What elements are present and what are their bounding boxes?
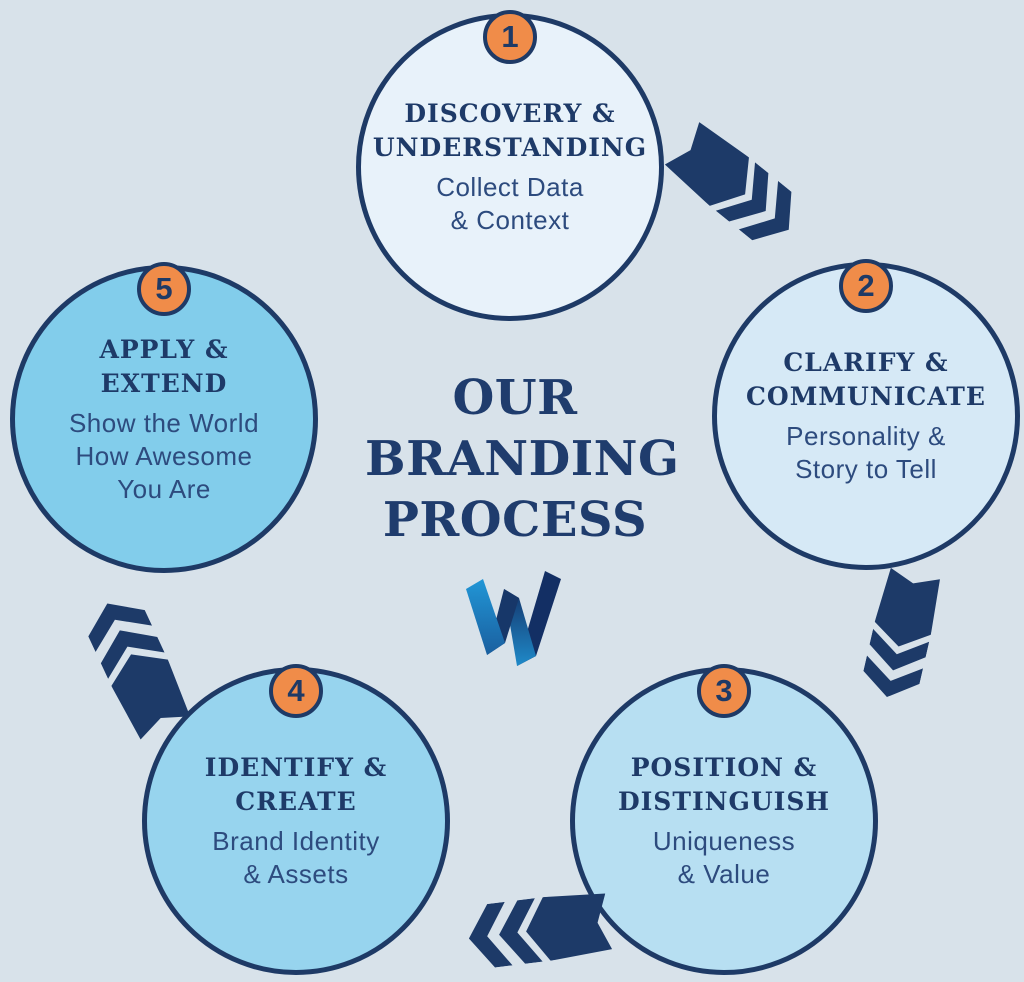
subtext-line: Show the World xyxy=(68,407,260,438)
subtext-line: Collect Data xyxy=(436,172,584,202)
heading-line: CREATE xyxy=(235,787,357,816)
heading-line: COMMUNICATE xyxy=(746,382,986,411)
heading-line: IDENTIFY & xyxy=(204,753,388,782)
chevron-arrow-1-to-2-icon xyxy=(664,122,792,241)
step-heading-4: IDENTIFY & CREATE xyxy=(205,751,387,819)
step-subtext-4: Brand Identity & Assets xyxy=(212,825,379,891)
subtext-line: & Assets xyxy=(243,859,349,889)
heading-line: DISCOVERY & xyxy=(404,99,616,128)
step-number-badge-1: 1 xyxy=(483,10,537,64)
heading-line: UNDERSTANDING xyxy=(372,133,648,162)
heading-line: POSITION & xyxy=(630,753,818,782)
step-circle-4: 4 IDENTIFY & CREATE Brand Identity & Ass… xyxy=(142,664,450,975)
subtext-line: How Awesome xyxy=(75,440,253,471)
subtext-line: You Are xyxy=(117,473,211,504)
diagram-title: OUR BRANDING PROCESS xyxy=(365,368,680,551)
step-heading-1: DISCOVERY & UNDERSTANDING xyxy=(373,97,647,165)
title-line: BRANDING xyxy=(365,431,680,487)
subtext-line: & Value xyxy=(677,859,771,889)
subtext-line: Story to Tell xyxy=(795,454,937,484)
step-number: 4 xyxy=(287,673,305,708)
step-circle-1: 1 DISCOVERY & UNDERSTANDING Collect Data… xyxy=(356,10,664,321)
step-number: 5 xyxy=(155,271,173,306)
logo-stroke-1 xyxy=(466,579,505,655)
step-heading-5: APPLY & EXTEND xyxy=(99,333,228,401)
step-number-badge-2: 2 xyxy=(839,259,893,313)
subtext-line: Brand Identity xyxy=(212,826,380,856)
heading-line: DISTINGUISH xyxy=(617,787,831,816)
step-number-badge-3: 3 xyxy=(697,664,751,718)
chevron-arrow-4-to-5-icon xyxy=(88,603,191,740)
chevron-arrow-3-to-4-icon xyxy=(468,893,613,968)
step-number-badge-5: 5 xyxy=(137,262,191,316)
step-number: 1 xyxy=(501,19,519,54)
step-circle-3: 3 POSITION & DISTINGUISH Uniqueness & Va… xyxy=(570,664,878,975)
step-subtext-5: Show the World How Awesome You Are xyxy=(69,407,259,506)
step-subtext-1: Collect Data & Context xyxy=(436,171,584,237)
subtext-line: Personality & xyxy=(786,421,946,451)
step-subtext-3: Uniqueness & Value xyxy=(653,825,795,891)
step-number-badge-4: 4 xyxy=(269,664,323,718)
step-heading-3: POSITION & DISTINGUISH xyxy=(618,751,830,819)
w-ribbon-logo-icon xyxy=(466,571,561,666)
chevron-arrow-2-to-3-icon xyxy=(863,567,940,698)
step-circle-2: 2 CLARIFY & COMMUNICATE Personality & St… xyxy=(712,259,1020,570)
step-subtext-2: Personality & Story to Tell xyxy=(786,420,946,486)
title-line: OUR xyxy=(452,370,578,426)
step-number: 2 xyxy=(857,268,875,303)
heading-line: EXTEND xyxy=(100,368,228,398)
step-circle-5: 5 APPLY & EXTEND Show the World How Awes… xyxy=(10,262,318,573)
heading-line: CLARIFY & xyxy=(783,348,949,377)
step-number: 3 xyxy=(715,673,733,708)
step-heading-2: CLARIFY & COMMUNICATE xyxy=(746,346,986,414)
title-line: PROCESS xyxy=(382,492,648,548)
heading-line: APPLY & xyxy=(99,334,229,364)
subtext-line: & Context xyxy=(450,205,570,235)
subtext-line: Uniqueness xyxy=(652,826,796,856)
